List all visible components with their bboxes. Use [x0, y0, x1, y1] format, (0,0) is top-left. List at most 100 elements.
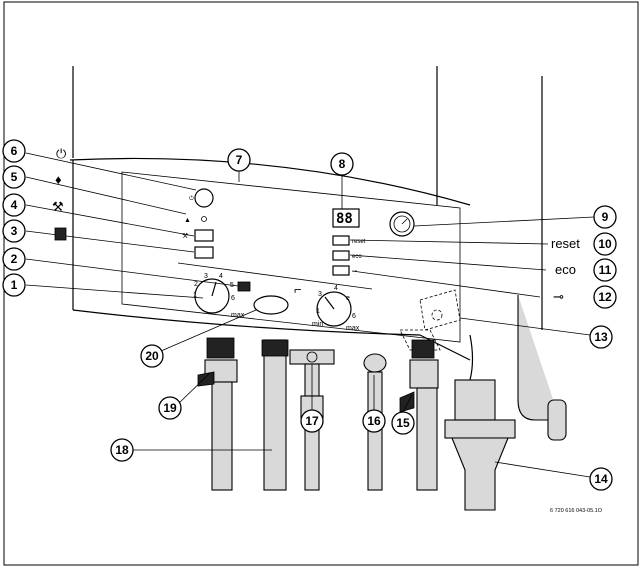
callout-12: 12 — [593, 285, 617, 309]
callout-16: 16 — [362, 409, 386, 433]
heating-dial-tick-4: 4 — [219, 273, 223, 280]
svg-text:12: 12 — [598, 290, 612, 304]
leader-13 — [459, 317, 591, 336]
eco-label: eco — [555, 262, 576, 277]
flame-indicator-led — [201, 216, 207, 222]
svg-text:20: 20 — [145, 349, 159, 363]
tap-icon: ⌐ — [294, 282, 302, 297]
power-button[interactable] — [194, 188, 214, 208]
leader-9 — [413, 216, 595, 227]
svg-text:19: 19 — [163, 401, 177, 415]
leader-2 — [25, 258, 239, 287]
boiler-corner — [419, 334, 471, 361]
power-symbol: ⏻ — [189, 195, 194, 202]
pressure-gauge-needle — [401, 218, 408, 225]
heating-dial-max: max — [231, 312, 245, 319]
radiator-icon — [237, 281, 251, 292]
heating-flow-pipe — [211, 381, 233, 491]
leader-11 — [349, 254, 547, 271]
heating-return-valve[interactable] — [409, 359, 439, 389]
siphon-funnel — [451, 437, 509, 511]
callout-18: 18 — [110, 438, 134, 462]
svg-text:3: 3 — [11, 224, 18, 238]
hidden-component — [399, 329, 441, 351]
boiler-top-edge — [69, 157, 471, 206]
pressure-gauge-inner — [393, 215, 411, 233]
status-lamp — [253, 295, 289, 315]
outer-frame — [3, 1, 639, 566]
eco-button-label: eco — [352, 254, 362, 260]
svg-text:16: 16 — [367, 414, 381, 428]
key-lock-button[interactable] — [332, 265, 350, 276]
valve-handle[interactable] — [197, 371, 215, 387]
siphon-body — [454, 379, 496, 421]
heating-dial-tick-1: 1 — [193, 292, 197, 299]
drain-corrugated-hose-ribs — [517, 295, 560, 421]
hidden-component — [431, 309, 443, 321]
hot-water-dial-tick-3: 3 — [318, 291, 322, 298]
hot-water-pipe-connector — [261, 339, 289, 357]
reset-button[interactable] — [332, 235, 350, 246]
leader-6 — [25, 152, 197, 191]
hot-water-dial-max: max — [346, 325, 360, 332]
heating-return-pipe — [416, 387, 438, 491]
display-digits: 88 — [336, 211, 353, 227]
callout-7: 7 — [227, 148, 251, 172]
callout-19: 19 — [158, 396, 182, 420]
callout-17: 17 — [300, 409, 324, 433]
leader-20 — [160, 309, 257, 352]
gas-valve-knob — [306, 351, 318, 363]
callout-2: 2 — [2, 247, 26, 271]
svg-text:5: 5 — [11, 170, 18, 184]
siphon-funnel-rim — [444, 419, 516, 439]
callout-20: 20 — [140, 344, 164, 368]
heating-dial-tick-6: 6 — [231, 295, 235, 302]
panel-divider — [177, 262, 373, 290]
heating-return-connector — [411, 339, 435, 359]
svg-text:7: 7 — [236, 153, 243, 167]
leader-4 — [25, 204, 195, 237]
heating-dial[interactable] — [194, 278, 230, 314]
svg-text:2: 2 — [11, 252, 18, 266]
hot-water-dial-eco: e — [346, 295, 350, 302]
heating-dial-tick-3: 3 — [204, 273, 208, 280]
hot-water-dial-tick-6: 6 — [352, 313, 356, 320]
callout-6: 6 — [2, 139, 26, 163]
svg-text:8: 8 — [339, 157, 346, 171]
hot-water-dial[interactable] — [316, 291, 352, 327]
wrench-icon: ⚒ — [52, 199, 64, 214]
callout-9: 9 — [593, 205, 617, 229]
service-button[interactable] — [194, 229, 214, 242]
drawing-reference: 6 720 616 043-05.1O — [550, 508, 603, 514]
leader-14 — [494, 461, 591, 478]
key-lock-symbol: ⊸ — [352, 269, 357, 275]
eco-button[interactable] — [332, 250, 350, 261]
flame-indicator-icon: ▲ — [184, 217, 191, 224]
reset-button-label: reset — [352, 239, 366, 245]
callout-15: 15 — [391, 411, 415, 435]
hot-water-dial-pointer — [324, 296, 335, 310]
cold-water-valve[interactable] — [363, 353, 387, 373]
svg-text:17: 17 — [305, 414, 319, 428]
chimney-sweep-icon — [54, 227, 67, 241]
power-icon: ⏻ — [56, 146, 66, 161]
svg-text:4: 4 — [11, 198, 18, 212]
svg-text:18: 18 — [115, 443, 129, 457]
callout-3: 3 — [2, 219, 26, 243]
svg-text:9: 9 — [602, 210, 609, 224]
drain-elbow — [547, 399, 567, 441]
hot-water-dial-tick-1: 1 — [316, 308, 320, 315]
leader-1 — [25, 284, 204, 299]
pressure-gauge — [389, 211, 415, 237]
leader-12 — [351, 270, 541, 298]
svg-text:1: 1 — [11, 278, 18, 292]
chimney-sweep-button[interactable] — [194, 246, 214, 259]
heating-dial-pointer — [211, 281, 217, 297]
key-icon: ⊸ — [553, 289, 564, 304]
display-frame — [332, 208, 360, 228]
callout-1: 1 — [2, 273, 26, 297]
leader-10 — [349, 239, 549, 245]
callout-13: 13 — [589, 325, 613, 349]
leader-3 — [25, 230, 195, 253]
svg-text:11: 11 — [599, 263, 612, 277]
